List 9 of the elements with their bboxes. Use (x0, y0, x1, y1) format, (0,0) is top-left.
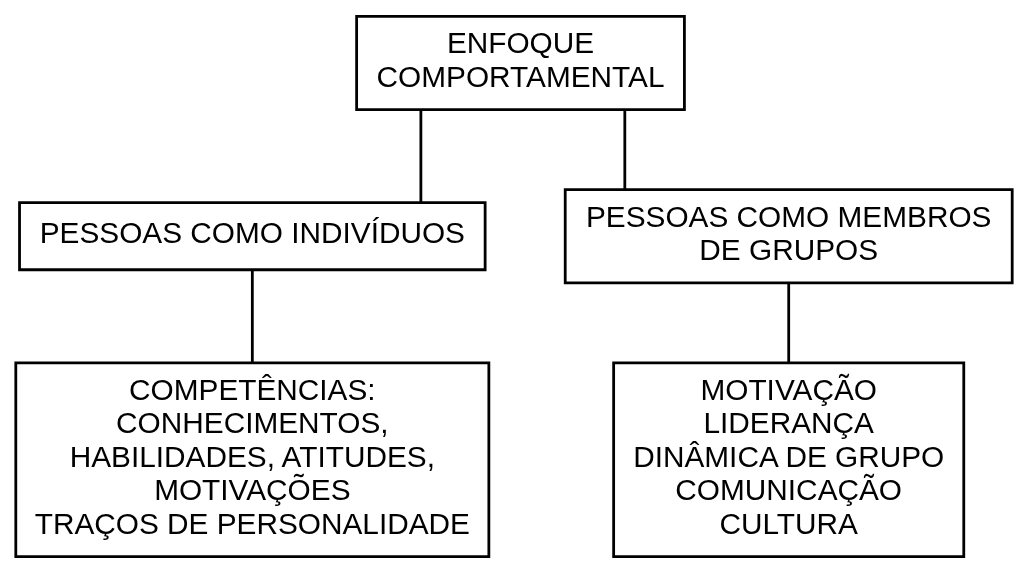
connector (623, 110, 627, 190)
node-box: MOTIVAÇÃO LIDERANÇA DINÂMICA DE GRUPO COMUNICAÇÃO CULTURA (612, 361, 966, 558)
node-box: ENFOQUE COMPORTAMENTAL (355, 15, 686, 111)
connector (419, 110, 423, 203)
node-box: PESSOAS COMO INDIVÍDUOS (18, 201, 487, 272)
node-box: PESSOAS COMO MEMBROS DE GRUPOS (563, 188, 1014, 285)
connector (787, 283, 791, 363)
node-box: COMPETÊNCIAS: CONHECIMENTOS, HABILIDADES, ATITUDES, MOTIVAÇÕES TRAÇOS DE PERSONALIDADE (14, 361, 491, 558)
connector (250, 270, 254, 363)
